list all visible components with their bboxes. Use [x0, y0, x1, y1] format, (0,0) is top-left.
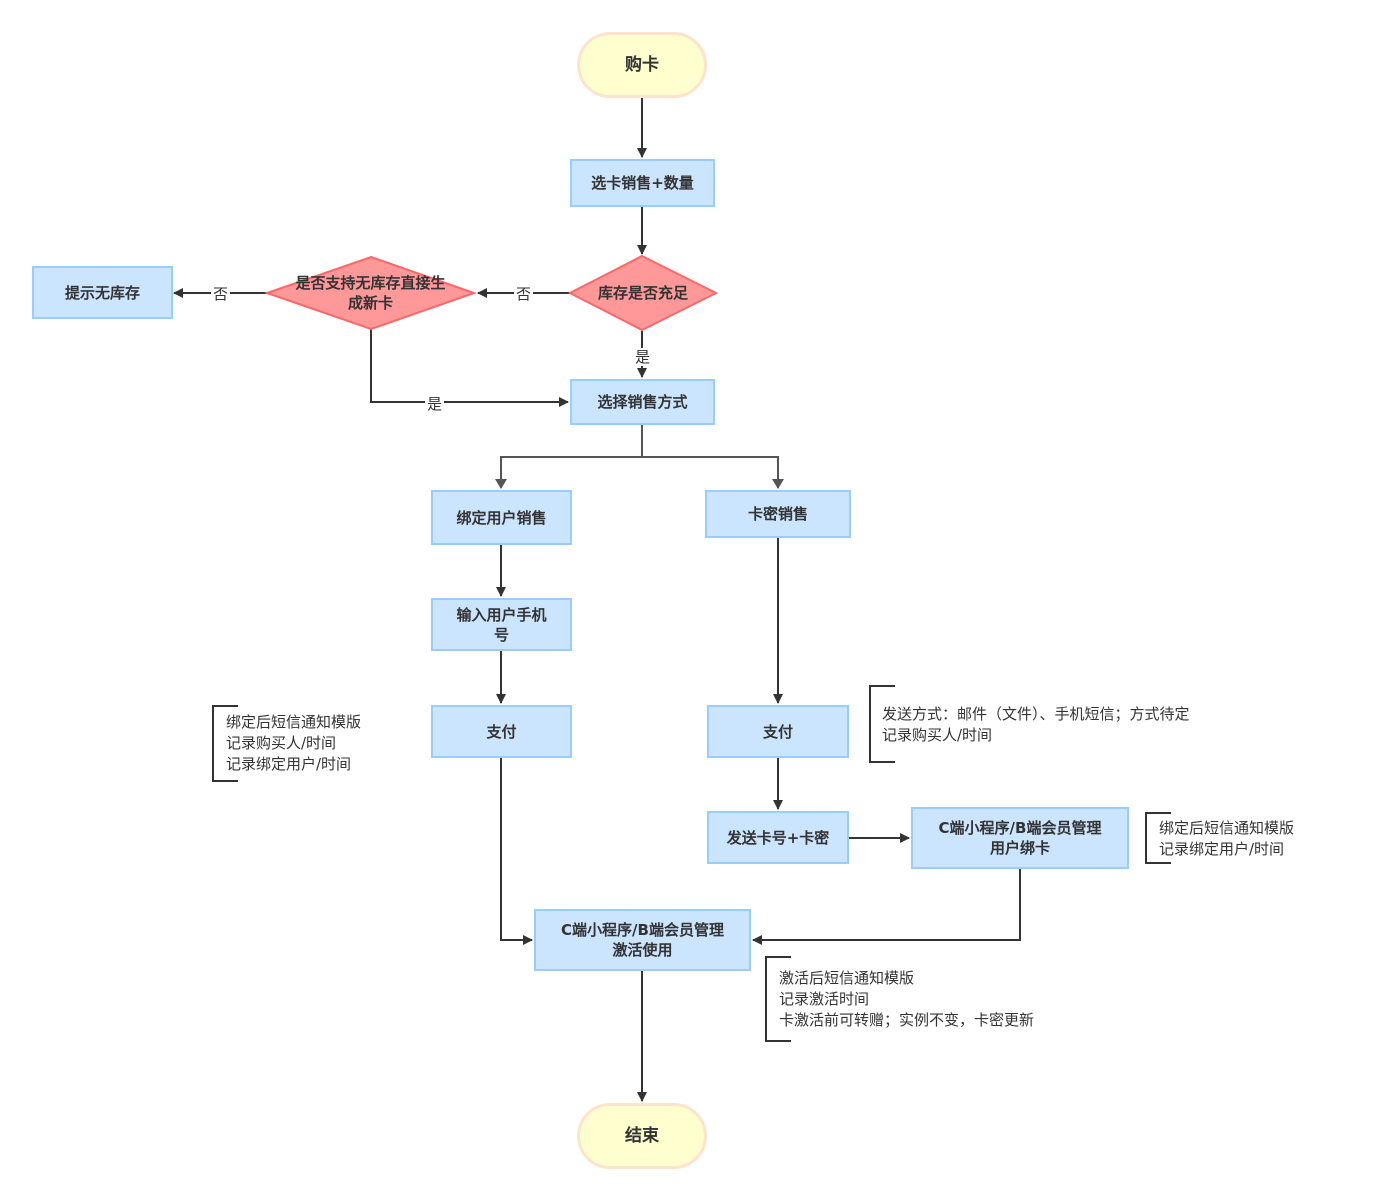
edge-label-stock-no: 否	[514, 285, 534, 303]
edge-pay-left-to-activate	[500, 758, 533, 945]
card-secret-sale-node: 卡密销售	[705, 490, 851, 538]
edge-label-allow-no: 否	[211, 285, 231, 303]
edge-allow-yes-to-choose	[370, 328, 569, 407]
bind-user-sale-node: 绑定用户销售	[431, 490, 572, 545]
select-card-node: 选卡销售+数量	[570, 159, 715, 207]
start-terminal: 购卡	[577, 32, 707, 98]
no-stock-hint-node: 提示无库存	[32, 266, 173, 319]
note-right-pay: 发送方式：邮件（文件）、手机短信；方式待定 记录购买人/时间	[882, 705, 1190, 744]
pay-left-node: 支付	[431, 705, 572, 758]
note-left-pay: 绑定后短信通知模版 记录购买人/时间 记录绑定用户/时间	[226, 713, 362, 773]
input-phone-node: 输入用户手机 号	[431, 598, 572, 651]
edge-label-allow-yes: 是	[425, 395, 445, 413]
end-terminal: 结束	[577, 1103, 707, 1169]
send-card-node: 发送卡号+卡密	[707, 811, 849, 864]
note-bracket-left-pay	[212, 705, 238, 782]
pay-right-node: 支付	[707, 705, 849, 758]
stock-check-decision: 库存是否充足	[597, 284, 688, 302]
choose-method-node: 选择销售方式	[570, 379, 715, 425]
note-bracket-activate	[765, 956, 791, 1042]
decision-allow-shape	[263, 255, 478, 331]
note-activate: 激活后短信通知模版 记录激活时间 卡激活前可转赠；实例不变，卡密更新	[779, 969, 1035, 1029]
decision-stock-shape	[567, 254, 719, 332]
activate-node: C端小程序/B端会员管理 激活使用	[534, 909, 751, 971]
user-bind-card-node: C端小程序/B端会员管理 用户绑卡	[911, 807, 1129, 869]
allow-no-stock-decision: 是否支持无库存直接生 成新卡	[295, 274, 446, 312]
edge-choose-to-bind	[495, 425, 643, 489]
edge-choose-to-secret	[642, 456, 784, 489]
edge-bindcard-to-activate	[752, 869, 1021, 945]
note-bracket-bind-card	[1145, 812, 1171, 864]
note-bracket-right-pay	[869, 685, 895, 763]
note-bind-card: 绑定后短信通知模版 记录绑定用户/时间	[1159, 819, 1295, 858]
edge-label-stock-yes: 是	[633, 348, 653, 366]
